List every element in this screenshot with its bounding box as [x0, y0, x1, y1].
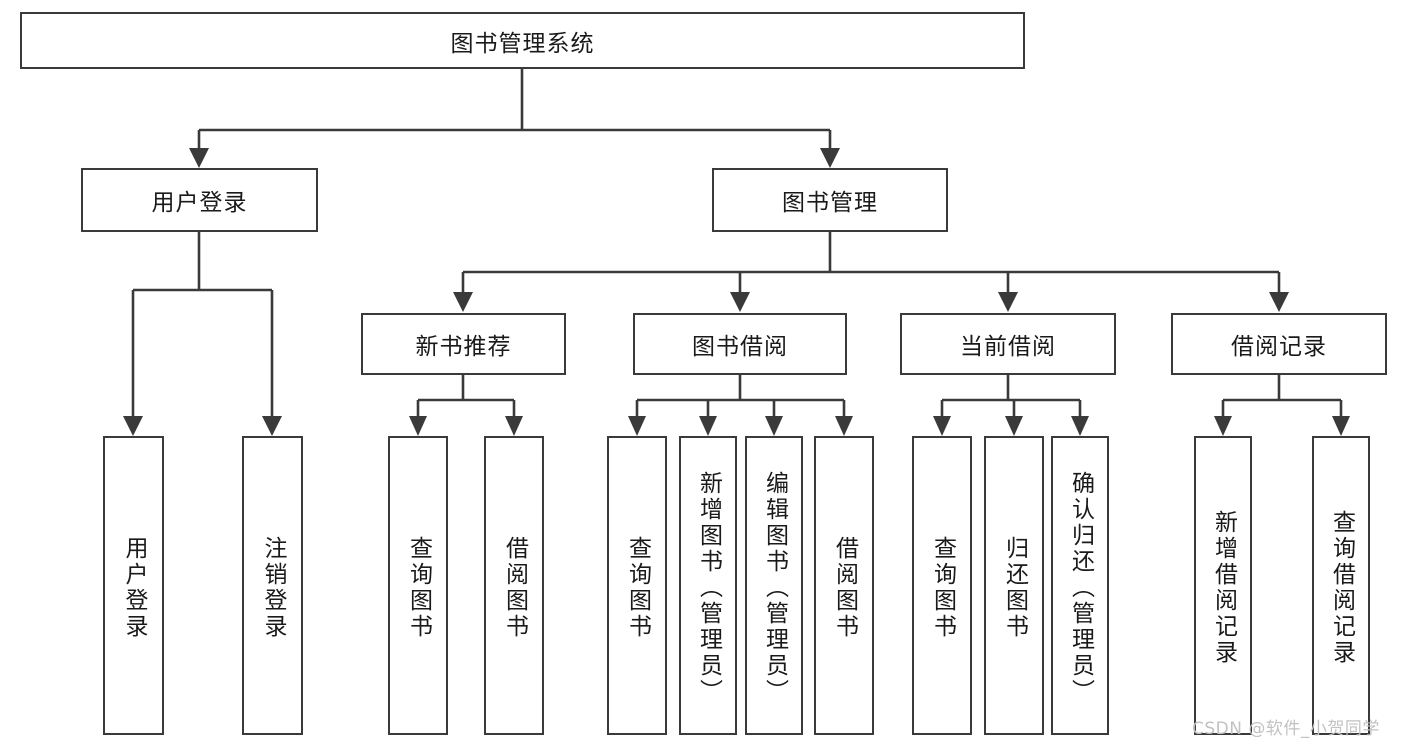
- node-root-label: 图书管理系统: [450, 30, 595, 57]
- arrow-newbook-leaf2: [505, 416, 523, 436]
- node-current-borrow[interactable]: 当前借阅: [900, 313, 1116, 375]
- leaf-query-books-recommend[interactable]: 查询图书: [388, 436, 448, 735]
- leaf-query-borrow-record[interactable]: 查询借阅记录: [1312, 436, 1370, 735]
- leaf-user-login[interactable]: 用户登录: [103, 436, 164, 735]
- node-new-book-recommend[interactable]: 新书推荐: [361, 313, 566, 375]
- leaf-user-login-label: 用户登录: [121, 535, 147, 640]
- node-current-borrow-label: 当前借阅: [960, 334, 1056, 360]
- arrow-current-leaf2: [1005, 416, 1023, 436]
- node-book-borrow[interactable]: 图书借阅: [633, 313, 847, 375]
- leaf-borrow-books-recommend-label: 借阅图书: [501, 535, 528, 640]
- arrow-borrow-leaf3: [765, 416, 783, 436]
- leaf-add-borrow-record[interactable]: 新增借阅记录: [1194, 436, 1252, 735]
- leaf-query-books-recommend-label: 查询图书: [405, 535, 432, 640]
- arrow-borrow-leaf4: [835, 416, 853, 436]
- leaf-add-book-admin-label: 新增图书（管理员）: [695, 470, 722, 705]
- leaf-logout[interactable]: 注销登录: [242, 436, 303, 735]
- node-book-borrow-label: 图书借阅: [692, 334, 788, 360]
- arrow-to-leaf-user-login: [123, 416, 143, 436]
- arrow-borrow-leaf1: [628, 416, 646, 436]
- arrow-to-book-mgmt: [820, 148, 840, 168]
- arrow-current-leaf3: [1071, 416, 1089, 436]
- arrow-to-record: [1269, 292, 1289, 312]
- leaf-edit-book-admin-label: 编辑图书（管理员）: [761, 470, 788, 705]
- arrow-record-leaf2: [1332, 416, 1350, 436]
- leaf-add-book-admin[interactable]: 新增图书（管理员）: [679, 436, 737, 735]
- leaf-confirm-return-admin-label: 确认归还（管理员）: [1067, 470, 1094, 705]
- arrow-to-leaf-logout: [262, 416, 282, 436]
- leaf-borrow-books-borrow-label: 借阅图书: [831, 535, 858, 640]
- leaf-add-borrow-record-label: 新增借阅记录: [1210, 509, 1237, 666]
- watermark: CSDN @软件_小贺同学: [1192, 719, 1380, 739]
- leaf-confirm-return-admin[interactable]: 确认归还（管理员）: [1051, 436, 1109, 735]
- leaf-query-borrow-record-label: 查询借阅记录: [1328, 509, 1355, 666]
- node-user-login[interactable]: 用户登录: [81, 168, 318, 232]
- leaf-logout-label: 注销登录: [260, 535, 286, 640]
- node-user-login-label: 用户登录: [151, 190, 248, 216]
- leaf-borrow-books-borrow[interactable]: 借阅图书: [814, 436, 874, 735]
- leaf-query-books-current[interactable]: 查询图书: [912, 436, 972, 735]
- arrow-to-current: [998, 292, 1018, 312]
- arrowheads: [123, 148, 1350, 436]
- node-borrow-record[interactable]: 借阅记录: [1171, 313, 1387, 375]
- leaf-query-books-borrow-label: 查询图书: [624, 535, 651, 640]
- arrow-current-leaf1: [933, 416, 951, 436]
- leaf-return-books-label: 归还图书: [1001, 535, 1028, 640]
- node-borrow-record-label: 借阅记录: [1231, 334, 1327, 360]
- leaf-borrow-books-recommend[interactable]: 借阅图书: [484, 436, 544, 735]
- node-book-management[interactable]: 图书管理: [712, 168, 948, 232]
- arrow-to-user-login: [189, 148, 209, 168]
- arrow-to-newbook: [453, 292, 473, 312]
- leaf-query-books-current-label: 查询图书: [929, 535, 956, 640]
- arrow-borrow-leaf2: [699, 416, 717, 436]
- arrow-to-borrow: [730, 292, 750, 312]
- node-root[interactable]: 图书管理系统: [20, 12, 1025, 69]
- arrow-newbook-leaf1: [409, 416, 427, 436]
- node-new-book-recommend-label: 新书推荐: [415, 334, 512, 360]
- leaf-query-books-borrow[interactable]: 查询图书: [607, 436, 667, 735]
- node-book-management-label: 图书管理: [782, 190, 878, 216]
- arrow-record-leaf1: [1214, 416, 1232, 436]
- leaf-return-books[interactable]: 归还图书: [984, 436, 1044, 735]
- leaf-edit-book-admin[interactable]: 编辑图书（管理员）: [745, 436, 803, 735]
